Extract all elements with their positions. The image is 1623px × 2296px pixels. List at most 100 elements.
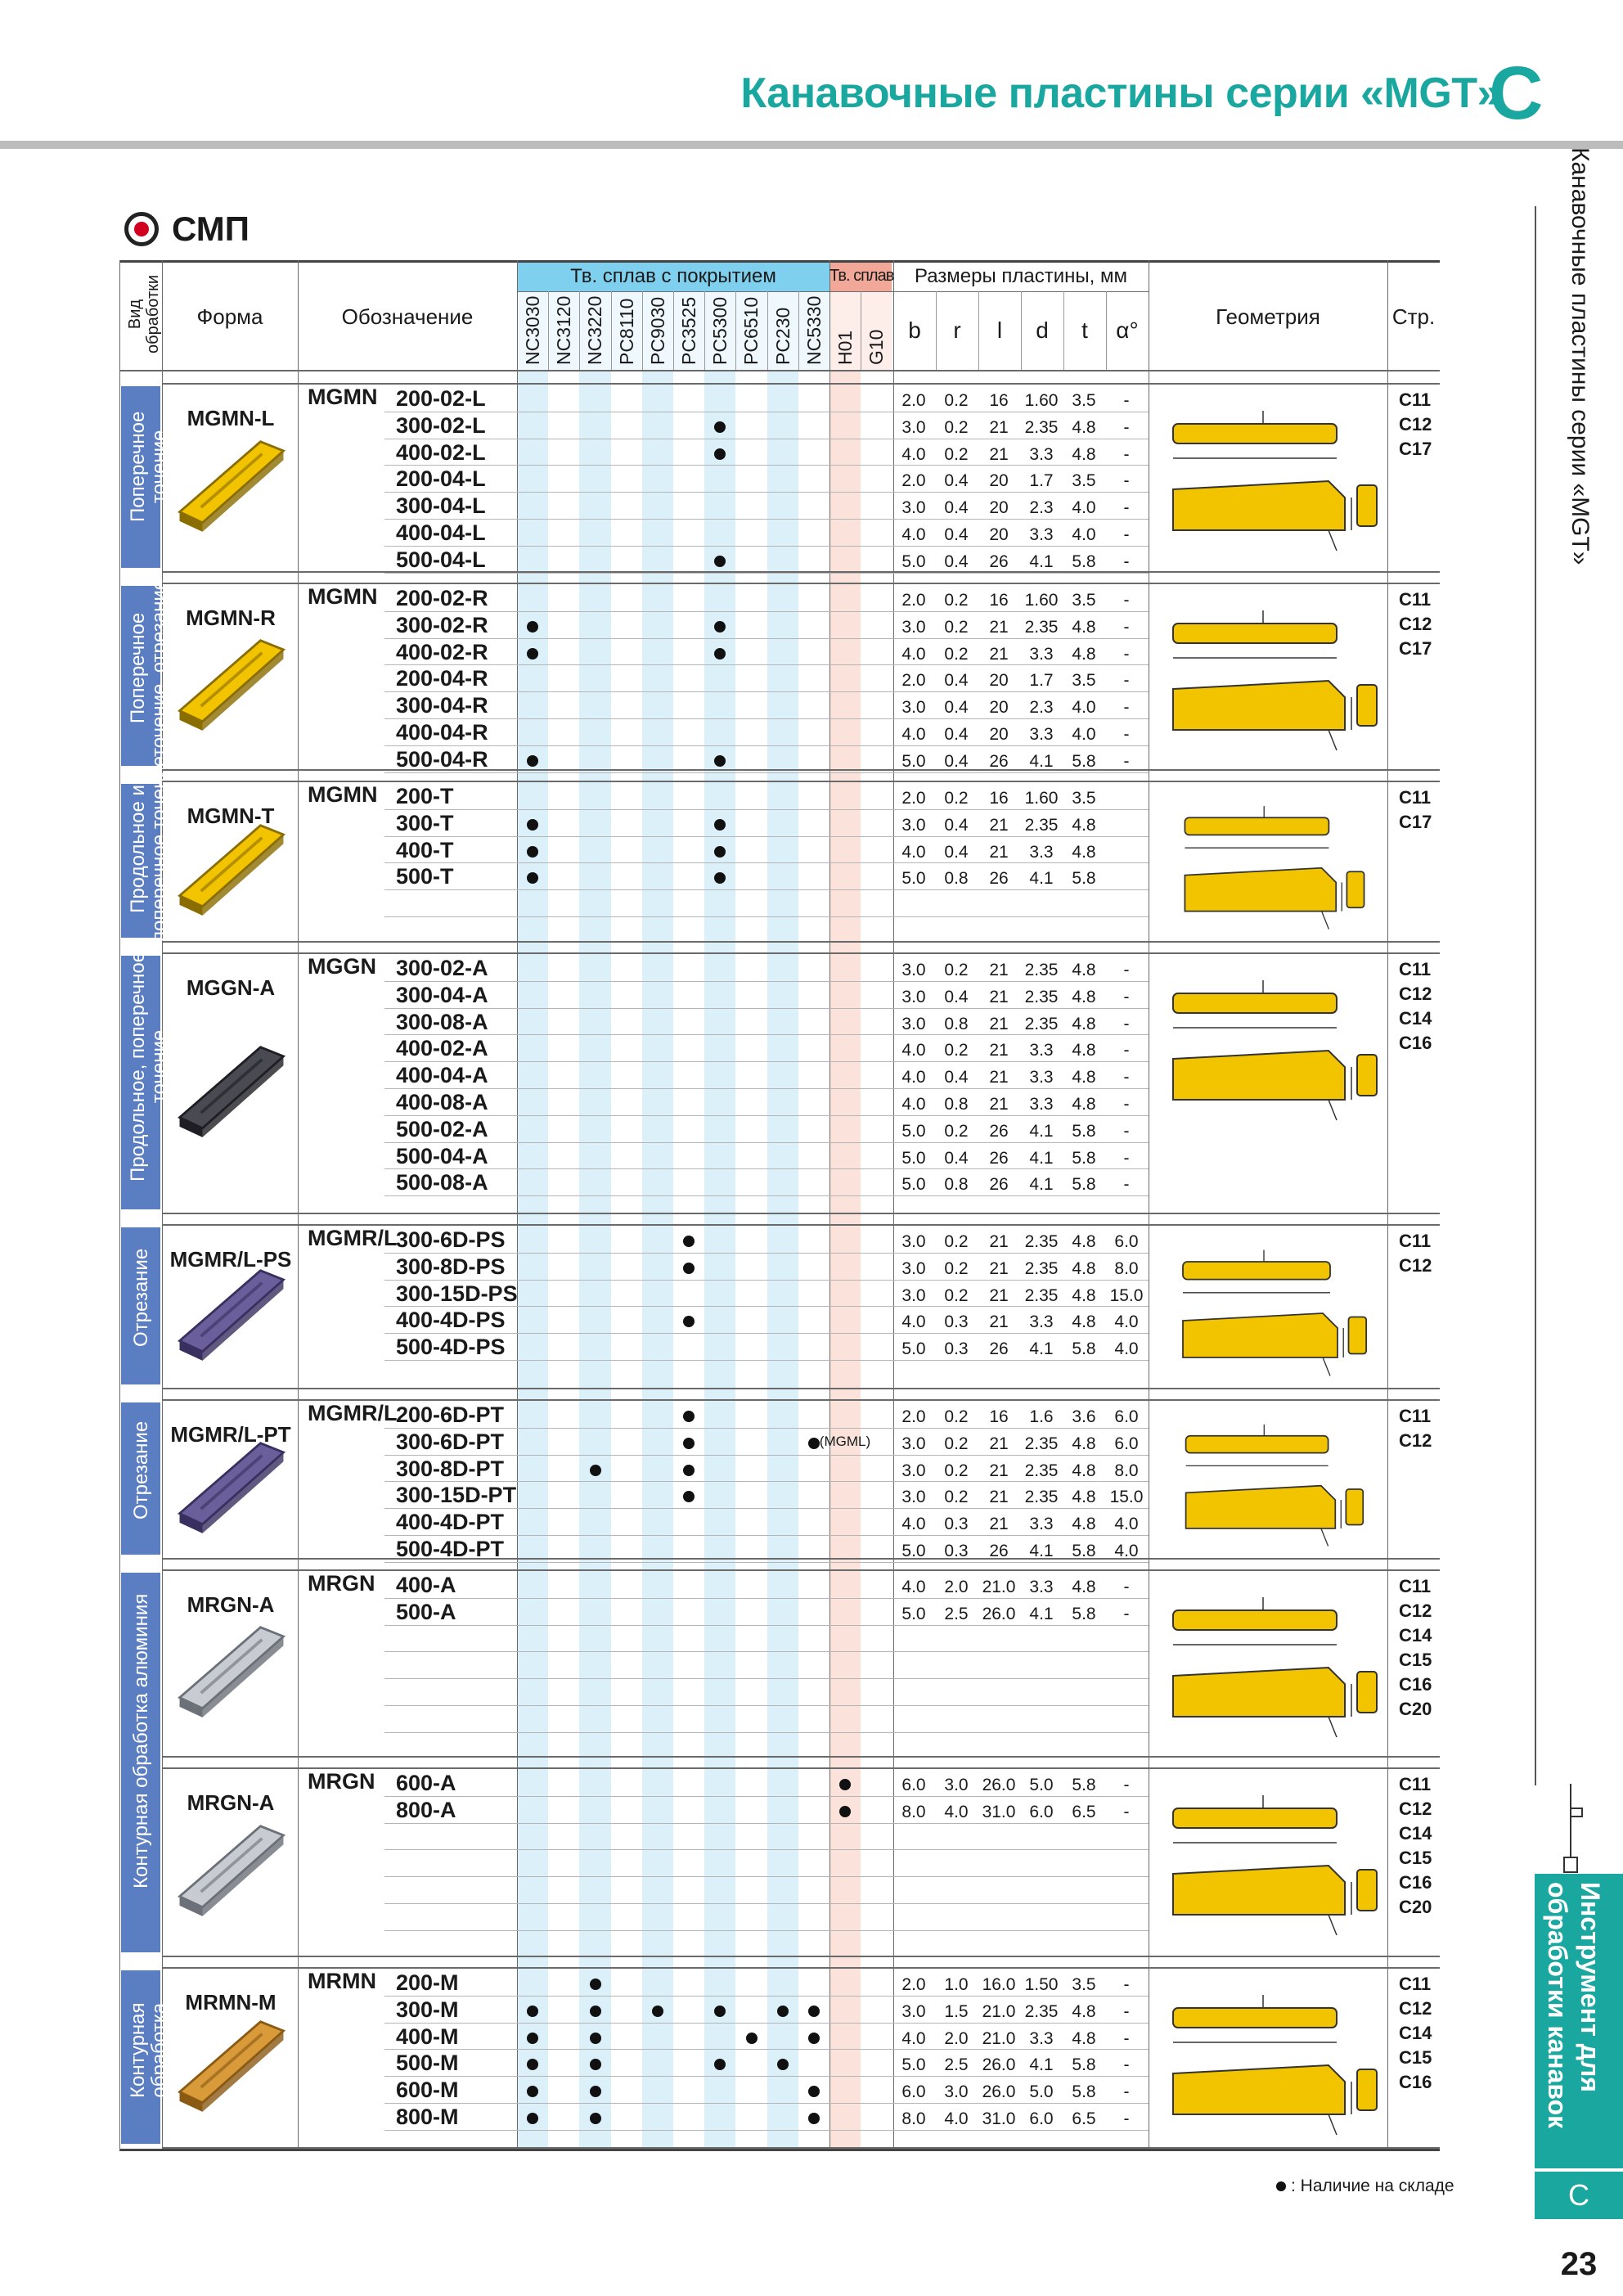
header-grade-pc5300: PC5300 — [709, 296, 731, 365]
stock-dot-icon — [714, 647, 726, 660]
row-line — [384, 1061, 1149, 1063]
dim-value: - — [1123, 1604, 1130, 1623]
dim-col-line — [978, 291, 979, 370]
dim-value: 6.0 — [1029, 2109, 1054, 2128]
dim-value: 26 — [989, 1175, 1009, 1195]
dim-value: 2.35 — [1024, 961, 1059, 979]
dim-value: 0.4 — [944, 751, 969, 771]
page-ref-c15: C15 — [1399, 2047, 1432, 2068]
dim-value: - — [1123, 444, 1130, 464]
stock-dot-icon — [839, 1779, 852, 1790]
designation-code: 200-02-R — [396, 586, 488, 610]
side-tab-letter[interactable]: C — [1535, 2168, 1623, 2219]
grade-col-line — [735, 291, 737, 370]
dim-value: 2.35 — [1024, 1232, 1059, 1251]
dim-value: 0.2 — [944, 1407, 969, 1426]
dim-value: 4.8 — [1072, 1285, 1096, 1305]
dim-value: 0.4 — [944, 471, 969, 491]
designation-code: 300-6D-PS — [396, 1227, 506, 1252]
group-bottom-line — [162, 1756, 1440, 1758]
row-line — [384, 691, 1149, 693]
group-bottom-line — [162, 1956, 1440, 1957]
dim-value: 20 — [989, 671, 1009, 691]
dim-value: 21 — [989, 1014, 1009, 1033]
category-label-line: Продольное, поперечное — [127, 951, 149, 1182]
shape-name-0: MGMN-L — [187, 406, 275, 430]
group-top-line — [162, 1967, 1440, 1969]
dim-value: 4.0 — [944, 1802, 969, 1821]
dim-value: 2.35 — [1024, 1285, 1059, 1305]
dim-value: 2.0 — [901, 1975, 926, 1994]
dim-value: 21.0 — [982, 2028, 1016, 2048]
category-label-line: Продольное и — [127, 785, 149, 913]
dim-value: - — [1123, 417, 1130, 437]
dim-value: 4.0 — [1072, 525, 1096, 544]
holder-sketch-icon — [1563, 1784, 1583, 1873]
dim-value: 3.3 — [1029, 1041, 1054, 1060]
designation-code: 500-04-A — [396, 1143, 488, 1168]
dim-value: 21 — [989, 842, 1009, 862]
designation-code: 200-02-L — [396, 386, 486, 411]
dark-insert-icon — [177, 1046, 286, 1137]
designation-code: 500-4D-PT — [396, 1537, 505, 1561]
designation-prefix-7: MRGN — [308, 1769, 375, 1794]
dim-value: 1.7 — [1029, 471, 1054, 491]
page-ref-c20: C20 — [1399, 1699, 1432, 1719]
dim-value: 6.5 — [1072, 2109, 1096, 2128]
dim-value: - — [1123, 1975, 1130, 1994]
dim-value: 3.0 — [901, 698, 926, 718]
dim-value: 5.8 — [1072, 751, 1096, 771]
header-grade-g10: G10 — [865, 329, 888, 365]
dim-value: 5.8 — [1072, 1121, 1096, 1141]
category-label-6: Контурная обработка алюминия — [121, 1573, 160, 1952]
row-line — [384, 1114, 1149, 1116]
header-bottom-line — [119, 370, 1440, 371]
page-ref-c11: C11 — [1399, 589, 1432, 610]
page-ref-c14: C14 — [1399, 1008, 1432, 1029]
header-col-line — [893, 260, 894, 2147]
dim-value: 5.0 — [901, 551, 926, 571]
designation-code: 300-04-L — [396, 493, 486, 519]
group-top-line — [162, 1767, 1440, 1769]
dim-value: - — [1123, 1175, 1130, 1195]
dim-value: 3.5 — [1072, 471, 1096, 491]
row-line — [384, 1088, 1149, 1089]
page-ref-c17: C17 — [1399, 812, 1432, 832]
dim-value: 0.2 — [944, 1121, 969, 1141]
geometry-sketch-icon — [1172, 411, 1378, 551]
designation-code: 400-08-A — [396, 1090, 488, 1114]
dim-value: 4.8 — [1072, 1434, 1096, 1453]
stock-dot-icon — [683, 1491, 695, 1503]
designation-code: 500-04-R — [396, 746, 488, 772]
dim-value: 3.3 — [1029, 1515, 1054, 1534]
row-line — [384, 1705, 1149, 1706]
grade-col-line — [579, 291, 581, 370]
dim-value: 4.8 — [1072, 842, 1096, 862]
page-ref-c16: C16 — [1399, 1033, 1432, 1053]
dim-value: 8.0 — [901, 1802, 926, 1821]
dim-value: 5.0 — [901, 869, 926, 889]
coated-header-band — [517, 260, 829, 291]
dim-value: 4.0 — [901, 444, 926, 464]
stock-dot-icon — [683, 1411, 695, 1422]
designation-code: 400-02-R — [396, 639, 488, 664]
dim-value: 2.35 — [1024, 987, 1059, 1006]
footnote: : Наличие на складе — [1276, 2177, 1454, 2196]
dim-value: 20 — [989, 525, 1009, 544]
dim-value: - — [1123, 961, 1130, 979]
dim-value: 0.3 — [944, 1542, 969, 1560]
dim-value: 4.0 — [901, 1312, 926, 1332]
stock-dot-icon — [527, 845, 539, 858]
dim-value: 0.2 — [944, 1434, 969, 1453]
grade-col-line — [767, 291, 768, 370]
dim-value: 4.8 — [1072, 1014, 1096, 1033]
stock-dot-icon — [807, 1437, 820, 1449]
designation-code: 300-04-R — [396, 693, 488, 718]
stock-dot-icon — [527, 620, 539, 633]
dim-value: 16 — [989, 789, 1009, 808]
designation-code: 300-15D-PT — [396, 1483, 517, 1508]
grade-col-line — [641, 291, 643, 370]
group-bottom-line — [162, 1388, 1440, 1389]
